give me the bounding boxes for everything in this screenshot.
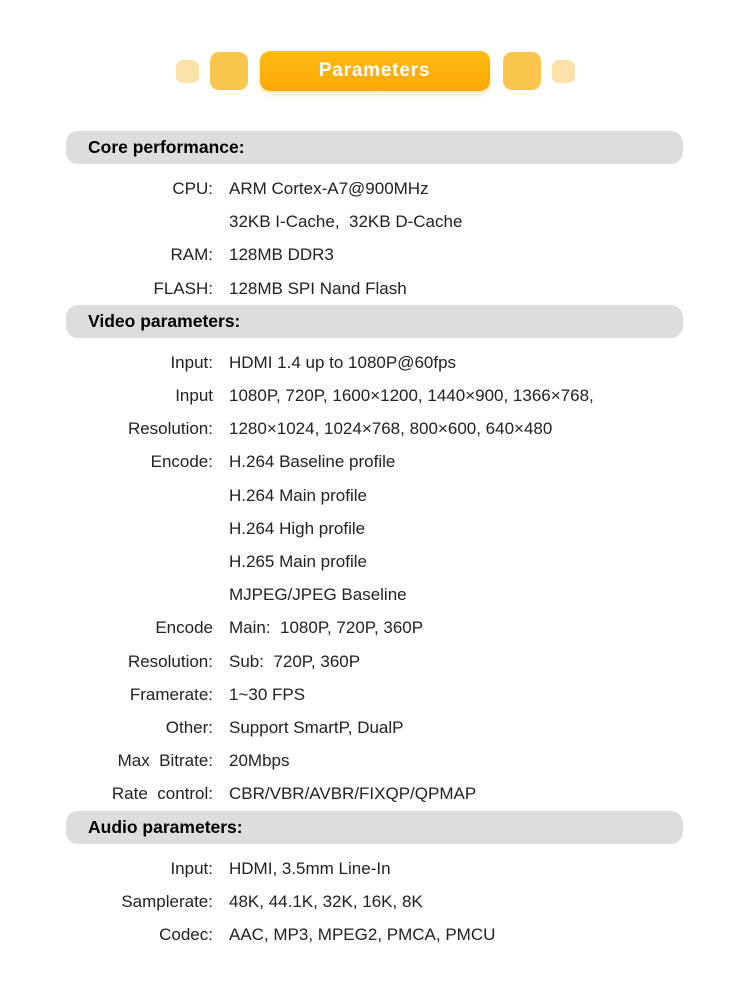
parameters-badge: Parameters [259,51,490,91]
spec-row: Max Bitrate: 20Mbps [66,744,683,777]
spec-label: Other: [165,718,213,738]
spec-row: Other: Support SmartP, DualP [66,711,683,744]
spec-value: 1080P, 720P, 1600×1200, 1440×900, 1366×7… [229,386,594,406]
spec-value: 1~30 FPS [229,684,306,704]
spec-value: 128MB DDR3 [229,245,334,265]
section-header-audio-parameters: Audio parameters: [66,810,683,844]
spec-row: Resolution: Sub: 720P, 360P [66,645,683,678]
spec-value: Support SmartP, DualP [229,718,404,738]
spec-content: Core performance: CPU: ARM Cortex-A7@900… [0,131,750,951]
spec-label: Input: [170,858,213,878]
spec-value: H.264 Baseline profile [229,452,396,472]
spec-row: Framerate: 1~30 FPS [66,678,683,711]
spec-value: H.265 Main profile [229,552,367,572]
spec-value: Sub: 720P, 360P [229,651,361,671]
spec-label: Resolution: [127,651,213,671]
spec-row: H.264 Main profile [66,479,683,512]
spec-label: Encode [155,618,213,638]
spec-label: CPU: [172,179,213,198]
spec-row: Resolution: 1280×1024, 1024×768, 800×600… [66,412,683,445]
spec-row: Samplerate: 48K, 44.1K, 32K, 16K, 8K [66,885,683,918]
spec-value: H.264 Main profile [229,485,367,505]
spec-row: Codec: AAC, MP3, MPEG2, PMCA, PMCU [66,918,683,951]
spec-row: MJPEG/JPEG Baseline [66,578,683,611]
spec-row: Input 1080P, 720P, 1600×1200, 1440×900, … [66,379,683,412]
spec-value: MJPEG/JPEG Baseline [229,585,407,605]
spec-value: CBR/VBR/AVBR/FIXQP/QPMAP [229,784,477,804]
spec-label [66,205,213,238]
spec-label: Max Bitrate: [117,751,213,771]
spec-value: 128MB SPI Nand Flash [229,278,407,298]
decorative-square-big-right [502,52,541,90]
spec-value: 48K, 44.1K, 32K, 16K, 8K [229,891,423,911]
spec-label [66,578,213,611]
spec-label: Input: [170,352,213,372]
spec-label: FLASH: [153,278,213,298]
decorative-square-small-right [551,59,575,83]
spec-row: FLASH: 128MB SPI Nand Flash [66,272,683,305]
spec-label [66,479,213,512]
spec-value: Main: 1080P, 720P, 360P [229,618,424,638]
spec-label: Codec: [159,925,213,945]
spec-row: H.265 Main profile [66,545,683,578]
spec-value: HDMI 1.4 up to 1080P@60fps [229,352,457,372]
spec-value: 1280×1024, 1024×768, 800×600, 640×480 [229,419,553,439]
spec-value: 32KB I-Cache, 32KB D-Cache [229,212,463,232]
section-rows-audio-parameters: Input: HDMI, 3.5mm Line-In Samplerate: 4… [66,844,683,952]
spec-row: RAM: 128MB DDR3 [66,238,683,271]
section-header-video-parameters: Video parameters: [66,304,683,338]
spec-row: CPU: ARM Cortex-A7@900MHz [66,172,683,205]
spec-value: AAC, MP3, MPEG2, PMCA, PMCU [229,925,496,945]
spec-row: Rate control: CBR/VBR/AVBR/FIXQP/QPMAP [66,777,683,810]
spec-value: HDMI, 3.5mm Line-In [229,858,391,878]
spec-label: RAM: [170,245,214,265]
spec-row: 32KB I-Cache, 32KB D-Cache [66,205,683,238]
spec-value: H.264 High profile [229,518,366,538]
parameters-badge-label: Parameters [318,60,431,81]
spec-label: Samplerate: [121,891,213,911]
spec-row: Encode Main: 1080P, 720P, 360P [66,611,683,644]
spec-label: Framerate: [129,684,213,704]
section-title: Core performance: [88,137,245,157]
spec-row: Input: HDMI 1.4 up to 1080P@60fps [66,346,683,379]
spec-label [66,545,213,578]
spec-label [66,512,213,545]
spec-value: ARM Cortex-A7@900MHz [229,179,429,198]
spec-row: Input: HDMI, 3.5mm Line-In [66,852,683,885]
spec-row: Encode: H.264 Baseline profile [66,445,683,478]
spec-label: Input [175,386,213,406]
spec-row: H.264 High profile [66,512,683,545]
decorative-square-big-left [209,52,248,90]
section-rows-core-performance: CPU: ARM Cortex-A7@900MHz 32KB I-Cache, … [66,164,683,305]
decorative-square-small-left [175,59,199,83]
section-title: Audio parameters: [88,816,243,837]
section-header-core-performance: Core performance: [66,131,683,164]
header: Parameters [0,51,750,91]
spec-value: 20Mbps [229,751,290,771]
spec-label: Encode: [150,452,213,472]
section-title: Video parameters: [88,310,241,331]
spec-label: Rate control: [111,784,213,804]
section-rows-video-parameters: Input: HDMI 1.4 up to 1080P@60fps Input … [66,338,683,811]
spec-label: Resolution: [127,419,213,439]
